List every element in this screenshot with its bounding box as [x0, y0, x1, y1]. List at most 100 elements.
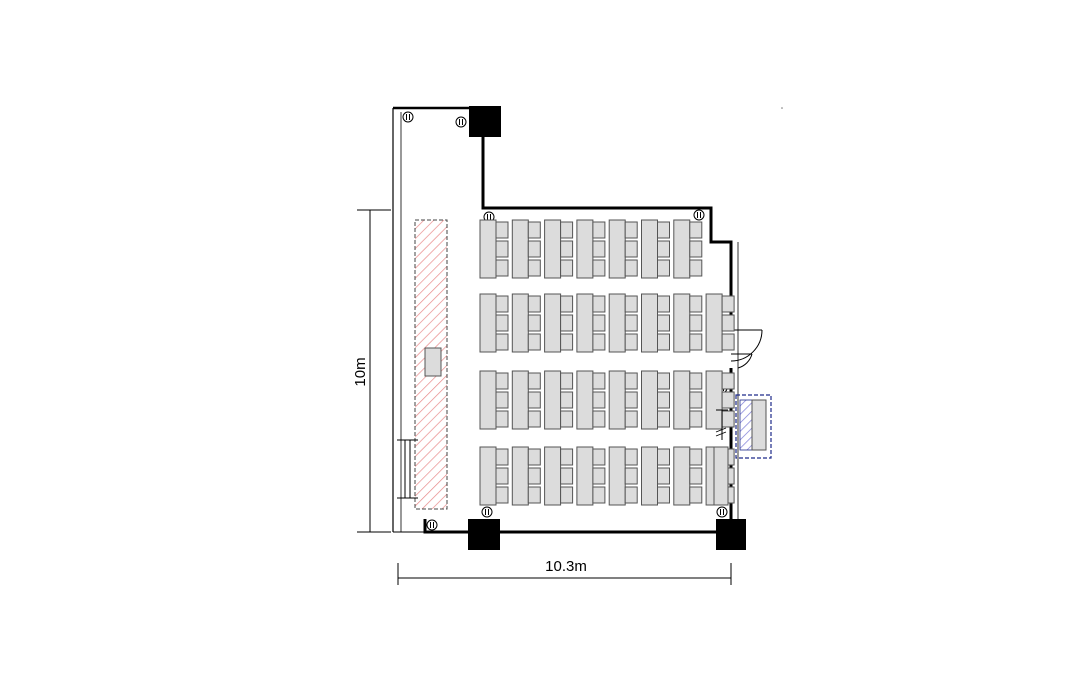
chair — [624, 240, 638, 258]
chair — [721, 391, 735, 409]
room-wall-bottom — [423, 519, 716, 534]
desk — [673, 293, 691, 353]
desk — [608, 219, 626, 279]
chair — [624, 372, 638, 390]
chair — [495, 410, 509, 428]
chair — [592, 372, 606, 390]
desk — [641, 370, 658, 430]
desk — [479, 446, 497, 506]
desk — [641, 293, 658, 353]
chair — [592, 486, 606, 504]
chair — [689, 240, 703, 258]
mark — [781, 107, 783, 109]
chair — [592, 240, 606, 258]
chair — [560, 372, 574, 390]
chair — [624, 295, 638, 313]
chair — [624, 259, 638, 277]
desk — [479, 370, 497, 430]
chair — [495, 467, 509, 485]
desk — [705, 370, 723, 430]
chair — [721, 410, 735, 428]
chair — [527, 333, 541, 351]
chair — [495, 259, 509, 277]
desk — [576, 219, 594, 279]
chair — [527, 391, 541, 409]
desk — [608, 446, 626, 506]
chair — [592, 259, 606, 277]
chair — [657, 240, 670, 258]
chair — [689, 391, 703, 409]
chair — [721, 314, 735, 332]
chair — [721, 333, 735, 351]
chair — [495, 314, 509, 332]
chair — [527, 486, 541, 504]
chair — [657, 467, 670, 485]
desk — [544, 219, 562, 279]
outlet-icon — [402, 111, 414, 123]
chair — [657, 314, 670, 332]
chair — [560, 221, 574, 239]
chair — [689, 333, 703, 351]
side-table — [397, 439, 418, 499]
chair — [560, 295, 574, 313]
chair — [592, 314, 606, 332]
chair — [495, 448, 509, 466]
chair — [657, 391, 670, 409]
chair — [657, 333, 670, 351]
desk — [479, 219, 497, 279]
desk — [511, 293, 529, 353]
chair — [527, 221, 541, 239]
chair — [721, 372, 735, 390]
chair — [689, 448, 703, 466]
chair — [560, 259, 574, 277]
chair — [624, 486, 638, 504]
chair — [592, 221, 606, 239]
chair — [495, 372, 509, 390]
chair — [495, 221, 509, 239]
desk-area — [479, 219, 735, 506]
height-dimension: 10m — [352, 209, 391, 533]
chair — [495, 295, 509, 313]
desk — [511, 446, 529, 506]
chair — [624, 448, 638, 466]
chair — [527, 448, 541, 466]
height-label: 10m — [352, 357, 369, 386]
column — [469, 106, 501, 137]
chair — [560, 448, 574, 466]
chair — [657, 410, 670, 428]
chair — [657, 221, 670, 239]
chair — [527, 372, 541, 390]
coat-rack — [715, 409, 728, 440]
desk — [576, 370, 594, 430]
chair — [560, 391, 574, 409]
chair — [689, 372, 703, 390]
chair — [527, 240, 541, 258]
chair — [721, 295, 735, 313]
outlet-icon — [481, 506, 493, 518]
width-label: 10.3m — [545, 558, 587, 575]
column — [716, 519, 746, 550]
desk — [479, 293, 497, 353]
column — [468, 519, 500, 550]
desk — [544, 370, 562, 430]
window-strip — [392, 106, 470, 533]
chair — [560, 314, 574, 332]
chair — [624, 333, 638, 351]
desk — [673, 370, 691, 430]
chair — [592, 410, 606, 428]
outlet-icon — [426, 519, 438, 531]
desk — [641, 219, 658, 279]
chair — [624, 391, 638, 409]
chair — [592, 295, 606, 313]
chair — [527, 314, 541, 332]
desk — [544, 293, 562, 353]
side-table — [713, 446, 729, 506]
desk — [576, 293, 594, 353]
chair — [527, 410, 541, 428]
chair — [560, 240, 574, 258]
chair — [689, 314, 703, 332]
chair — [527, 467, 541, 485]
chair — [624, 221, 638, 239]
chair — [689, 486, 703, 504]
